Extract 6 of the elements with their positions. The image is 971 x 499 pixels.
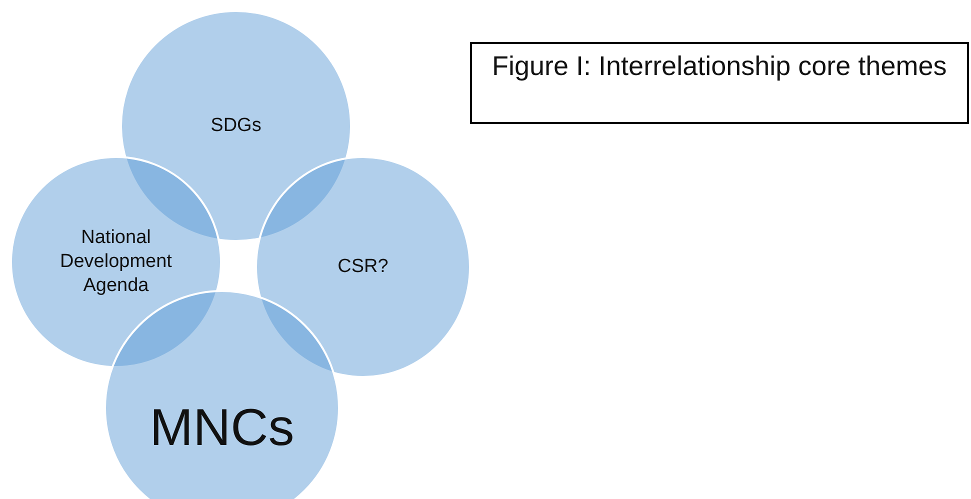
theme-label: National Development Agenda bbox=[59, 226, 173, 298]
figure-title-box bbox=[470, 42, 969, 124]
figure-title: Figure I: Interrelationship core themes bbox=[492, 50, 947, 83]
theme-label: SDGs bbox=[210, 114, 262, 138]
theme-label: MNCs bbox=[150, 398, 294, 458]
theme-label: CSR? bbox=[338, 255, 388, 279]
